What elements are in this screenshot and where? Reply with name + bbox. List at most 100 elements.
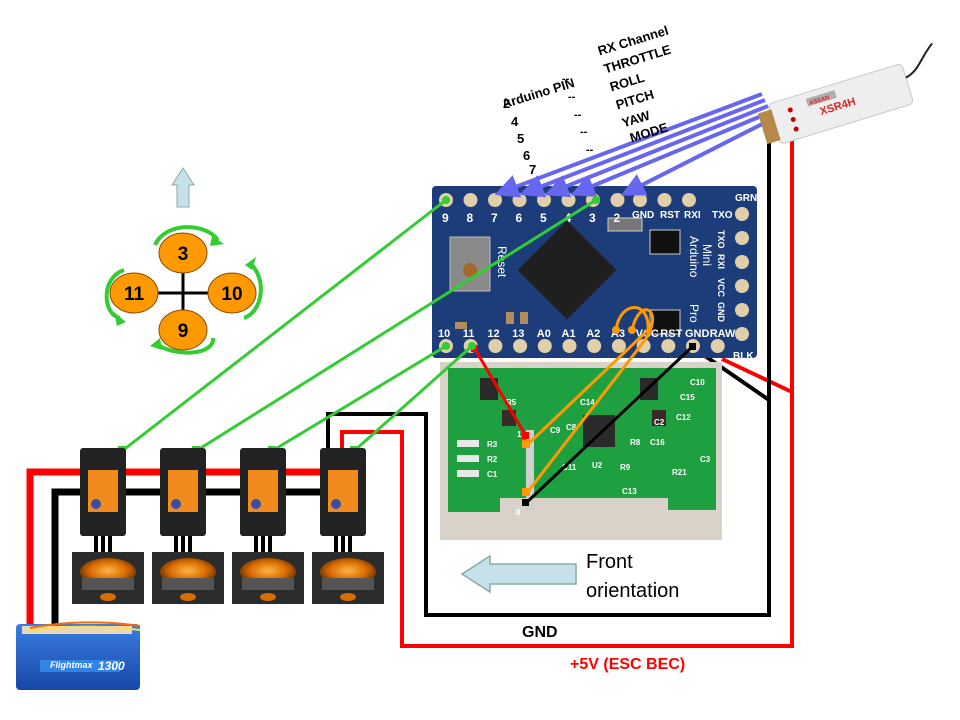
bottom-pin-vcc xyxy=(636,339,651,353)
sensor-label-r3: R3 xyxy=(487,440,498,449)
bottom-pin-a1 xyxy=(562,339,577,353)
esc-motor-wire xyxy=(341,536,345,553)
sensor-label-r9: R9 xyxy=(620,463,631,472)
sensor-pin-1-label: 1 xyxy=(517,430,522,439)
sensor-label-c10: C10 xyxy=(690,378,705,387)
bottom-pin-label: GND xyxy=(685,328,710,340)
side-pin xyxy=(735,279,749,293)
quad-motor-left: 11 xyxy=(109,272,159,314)
bottom-pin-13 xyxy=(513,339,528,353)
side-pin xyxy=(735,327,749,341)
esc-3 xyxy=(240,448,286,553)
bottom-pin-label: A1 xyxy=(562,328,576,340)
bottom-pin-a3 xyxy=(611,339,626,353)
board-name-line3: Pro xyxy=(687,304,701,323)
rx-wire-pitch xyxy=(544,104,769,198)
sensor-label-c2: C2 xyxy=(654,418,665,427)
side-pin-label-txo: TXO xyxy=(716,230,726,249)
legend-pin-5: 5 xyxy=(517,131,525,146)
esc-group xyxy=(80,448,366,553)
legend-pin-7: 7 xyxy=(529,162,537,177)
arduino-pro-mini: 98765432GNDRSTRXITXO 10111213A0A1A2A3VCC… xyxy=(432,186,757,362)
motor-group xyxy=(72,552,384,604)
front-orientation-line1: Front xyxy=(586,551,633,573)
sensor-label-r21: R21 xyxy=(672,468,687,477)
legend-separator: -- xyxy=(574,109,582,121)
side-pin xyxy=(735,207,749,221)
legend-separator: -- xyxy=(580,126,588,138)
top-pin-label: 2 xyxy=(614,211,621,225)
esc-motor-wire xyxy=(268,536,272,553)
esc-motor-wire xyxy=(254,536,258,553)
bottom-pin-a0 xyxy=(537,339,552,353)
esc-motor-wire xyxy=(188,536,192,553)
rx-wires xyxy=(494,92,775,198)
board-name-line2: Mini xyxy=(700,244,714,266)
motor-2 xyxy=(152,552,224,604)
top-pin-label: RST xyxy=(660,210,680,221)
motor-3 xyxy=(232,552,304,604)
bottom-pin-a2 xyxy=(587,339,602,353)
sensor-label-c16: C16 xyxy=(650,438,665,447)
side-pin-label-vcc: VCC xyxy=(716,278,726,298)
top-pin-rxi xyxy=(682,193,696,207)
quad-motor-right: 10 xyxy=(207,272,257,314)
top-pin-label: TXO xyxy=(712,210,733,221)
top-pin-label: 9 xyxy=(442,211,449,225)
top-pin-label: RXI xyxy=(684,210,701,221)
esc-2 xyxy=(160,448,206,553)
sensor-label-r8: R8 xyxy=(630,438,641,447)
forward-arrow-icon xyxy=(171,167,195,208)
esc-motor-wire xyxy=(261,536,265,553)
grn-label: GRN xyxy=(735,193,757,204)
bottom-pin-label: RAW xyxy=(710,328,736,340)
esc-motor-wire xyxy=(174,536,178,553)
legend-separator: -- xyxy=(568,91,576,103)
legend-pin-6: 6 xyxy=(523,148,531,163)
sensor-pin-8-label: 8 xyxy=(516,508,521,517)
quad-motor-label: 9 xyxy=(178,321,189,342)
quad-motor-rear: 9 xyxy=(158,309,208,351)
sensor-label-c1: C1 xyxy=(487,470,498,479)
quad-layout: 311 10 9 xyxy=(104,167,263,355)
bottom-pin-label: 13 xyxy=(512,328,524,340)
esc-motor-wire xyxy=(181,536,185,553)
i2c-wires xyxy=(522,306,655,496)
side-pin-label-rxi: RXI xyxy=(716,254,726,269)
blk-label: BLK xyxy=(733,351,754,362)
top-pin-label: 8 xyxy=(467,211,474,225)
sensor-label-c12: C12 xyxy=(676,413,691,422)
bottom-pin-label: A2 xyxy=(586,328,600,340)
reset-label: Reset xyxy=(495,246,509,278)
board-name-line1: Arduino xyxy=(687,236,701,278)
side-pin xyxy=(735,231,749,245)
sensor-label-r5: R5 xyxy=(506,398,517,407)
top-pin-7 xyxy=(488,193,502,207)
quad-motor-front: 3 xyxy=(158,232,208,274)
bottom-pin-raw xyxy=(710,339,725,353)
power-label: +5V (ESC BEC) xyxy=(570,656,686,673)
rx-wire-mode xyxy=(620,116,775,196)
legend-separator: -- xyxy=(562,73,570,85)
sensor-label-r2: R2 xyxy=(487,455,498,464)
motor-4 xyxy=(312,552,384,604)
top-pin-label: 5 xyxy=(540,211,547,225)
front-orientation-line2: orientation xyxy=(586,580,680,602)
rx-wire-yaw xyxy=(570,110,772,197)
sensor-label-c3: C3 xyxy=(700,455,711,464)
esc-4 xyxy=(320,448,366,553)
top-pin-label: 3 xyxy=(589,211,596,225)
motor-1 xyxy=(72,552,144,604)
battery: Flightmax 1300 xyxy=(16,621,141,690)
receiver: XSR4H ASSAN xyxy=(757,42,933,145)
top-pin-label: 6 xyxy=(516,211,523,225)
side-pin xyxy=(735,255,749,269)
legend-pin-4: 4 xyxy=(511,114,519,129)
quad-motor-label: 10 xyxy=(221,284,242,305)
bottom-pin-label: 10 xyxy=(438,328,450,340)
top-pin-6 xyxy=(512,193,527,207)
esc-motor-wire xyxy=(108,536,112,553)
sensor-label-c15: C15 xyxy=(680,393,695,402)
top-pin-label: GND xyxy=(632,210,654,221)
